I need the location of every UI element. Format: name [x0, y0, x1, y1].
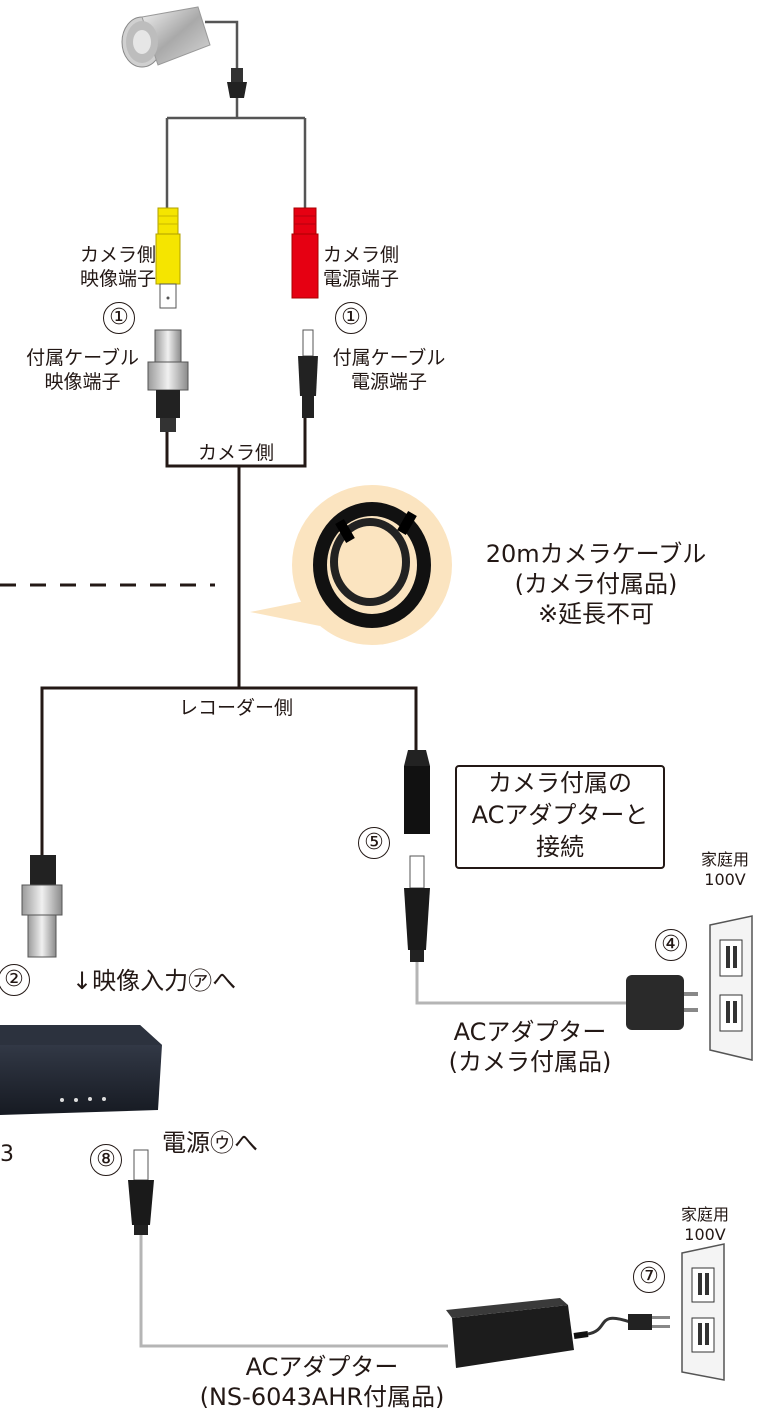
- recorder-plug-icon: [628, 1314, 670, 1330]
- wall-outlet-2-icon: [681, 1243, 725, 1381]
- camera-icon: [121, 6, 211, 68]
- wall-outlet-icon: [709, 915, 753, 1061]
- ac-adapter-icon: [626, 975, 698, 1030]
- marker-1-power: ①: [335, 302, 367, 334]
- video-input-label: ↓映像入力㋐へ: [72, 967, 237, 995]
- cable-video-terminal-label: 付属ケーブル映像端子: [26, 347, 139, 393]
- recorder-bnc-connector-icon: [21, 855, 63, 958]
- camera-adapter-label: ACアダプター(カメラ付属品): [448, 1018, 612, 1076]
- marker-7: ⑦: [633, 1261, 665, 1293]
- adapter-plug-icon: [404, 855, 430, 962]
- cable-coil-icon: [250, 485, 452, 645]
- recorder-device-icon: [0, 1025, 162, 1115]
- marker-8: ⑧: [90, 1144, 122, 1176]
- female-power-connector-icon: [404, 750, 430, 834]
- recorder-side-label: レコーダー側: [178, 697, 294, 719]
- power-plug-icon: [298, 329, 318, 418]
- splitter-icon: [227, 68, 247, 98]
- bnc-connector-icon: [147, 329, 189, 432]
- camera-power-terminal-label: カメラ側電源端子: [323, 244, 400, 290]
- marker-2: ②: [0, 964, 30, 996]
- camera-video-terminal-label: カメラ側映像端子: [79, 244, 156, 290]
- recorder-ac-adapter-icon: [446, 1298, 589, 1368]
- recorder-adapter-label: ACアダプター(NS-6043AHR付属品): [199, 1353, 445, 1411]
- cable-description: 20mカメラケーブル(カメラ付属品)※延長不可: [485, 540, 707, 628]
- recorder-power-label: 電源㋒へ: [162, 1129, 258, 1157]
- marker-4: ④: [655, 929, 687, 961]
- camera-side-label: カメラ側: [197, 442, 275, 464]
- cable-power-terminal-label: 付属ケーブル電源端子: [332, 347, 446, 393]
- red-power-plug-icon: [291, 207, 319, 299]
- marker-left-partial: 3: [0, 1142, 14, 1167]
- yellow-video-plug-icon: [155, 207, 181, 309]
- marker-1-video: ①: [103, 302, 135, 334]
- marker-5: ⑤: [358, 827, 390, 859]
- recorder-power-plug-icon: [128, 1149, 154, 1235]
